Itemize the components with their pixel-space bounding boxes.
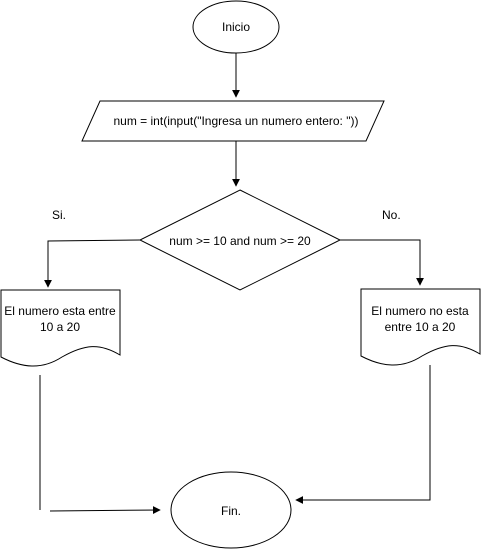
yes-output-line1: El numero esta entre bbox=[4, 304, 116, 318]
no-branch-label: No. bbox=[382, 208, 401, 222]
yes-to-end-arrow bbox=[49, 506, 161, 515]
input-label: num = int(input("Ingresa un numero enter… bbox=[114, 114, 359, 128]
input-parallelogram bbox=[81, 100, 385, 142]
end-terminal bbox=[170, 471, 292, 549]
no-output-line1: El numero no esta bbox=[371, 304, 469, 318]
yes-branch-label: Si. bbox=[52, 208, 66, 222]
decision-diamond bbox=[138, 189, 342, 291]
end-label: Fin. bbox=[221, 504, 241, 518]
decision-to-no-arrow bbox=[340, 239, 424, 286]
yes-output-line2: 10 a 20 bbox=[40, 320, 80, 334]
decision-to-yes-arrow bbox=[44, 239, 141, 288]
start-label: Inicio bbox=[222, 20, 250, 34]
no-to-end-arrow bbox=[295, 365, 431, 504]
no-output-line2: entre 10 a 20 bbox=[385, 320, 456, 334]
yes-output-document bbox=[0, 289, 121, 367]
decision-label: num >= 10 and num >= 20 bbox=[169, 234, 311, 248]
no-output-document bbox=[360, 288, 481, 366]
